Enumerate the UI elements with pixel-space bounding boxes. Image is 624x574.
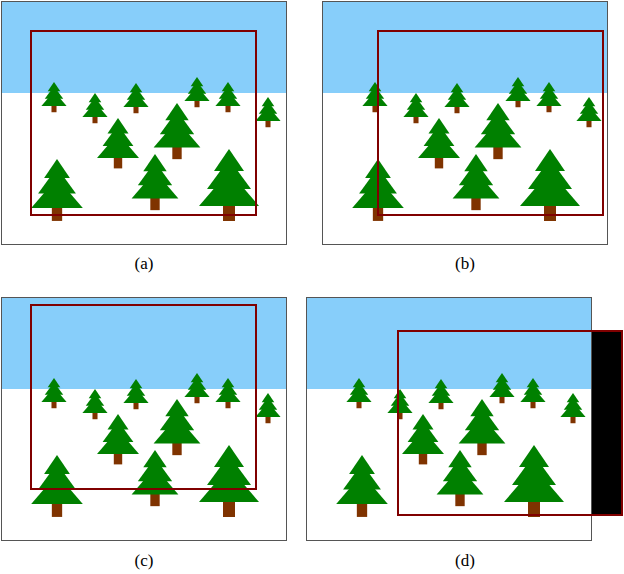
panel-label: (a): [135, 254, 154, 274]
panel-b: [322, 1, 608, 245]
panel-label: (d): [455, 551, 475, 571]
panel-label: (b): [455, 254, 475, 274]
panel-d: [306, 297, 623, 541]
panel-a: [1, 1, 287, 245]
panel-c: [1, 297, 287, 541]
panel-label: (c): [135, 551, 154, 571]
